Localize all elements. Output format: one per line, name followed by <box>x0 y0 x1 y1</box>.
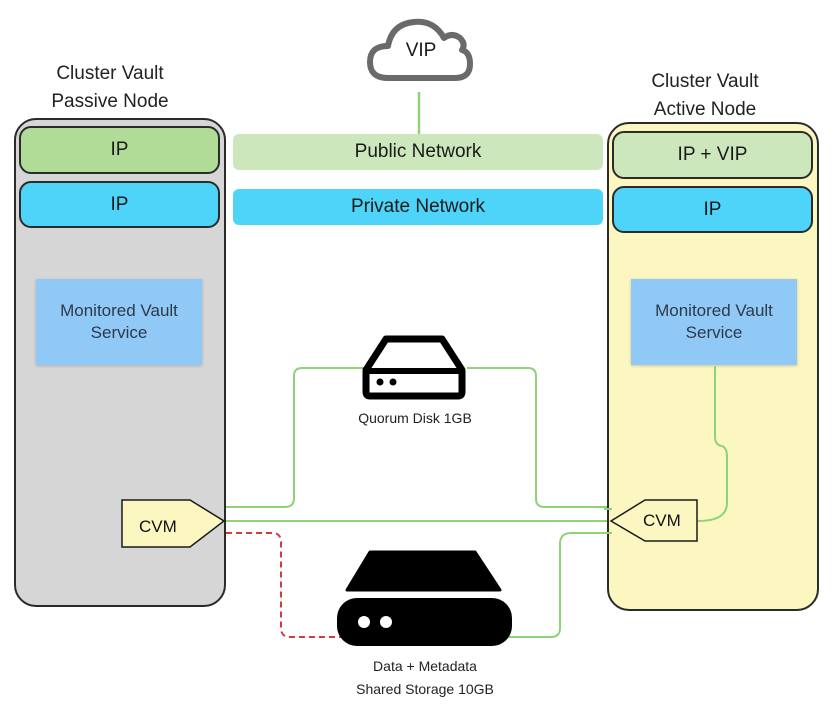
active-node-title: Cluster Vault Active Node <box>615 68 795 124</box>
vip-label: VIP <box>405 40 437 61</box>
passive-cvm-storage-link <box>226 532 345 638</box>
active-public-ip-vip: IP + VIP <box>612 131 813 179</box>
passive-cvm-quorum-link <box>224 367 365 508</box>
shared-storage-label: Data + Metadata Shared Storage 10GB <box>320 655 530 701</box>
passive-node-title-line1: Cluster Vault <box>56 63 164 84</box>
passive-private-ip: IP <box>19 181 220 228</box>
public-network: Public Network <box>233 134 603 170</box>
passive-public-ip: IP <box>19 126 220 174</box>
active-monitored-service: Monitored Vault Service <box>631 279 797 365</box>
active-private-ip: IP <box>612 186 813 233</box>
quorum-disk-label: Quorum Disk 1GB <box>358 410 472 426</box>
active-node-title-line2: Active Node <box>653 99 757 120</box>
active-service-label: Monitored Vault Service <box>655 301 773 342</box>
passive-service-label: Monitored Vault Service <box>60 301 178 342</box>
passive-monitored-service: Monitored Vault Service <box>36 279 202 365</box>
active-cvm-label: CVM <box>643 511 681 530</box>
shared-storage-label-line1: Data + Metadata <box>373 658 477 674</box>
active-node-title-line1: Cluster Vault <box>651 71 759 92</box>
shared-storage-label-line2: Shared Storage 10GB <box>356 681 494 697</box>
passive-cvm-label: CVM <box>139 517 177 536</box>
passive-node-title-line2: Passive Node <box>51 91 169 112</box>
quorum-active-cvm-link <box>467 367 608 508</box>
private-network: Private Network <box>233 189 603 225</box>
active-cvm-storage-link <box>505 532 608 638</box>
passive-node-title: Cluster Vault Passive Node <box>20 60 200 116</box>
